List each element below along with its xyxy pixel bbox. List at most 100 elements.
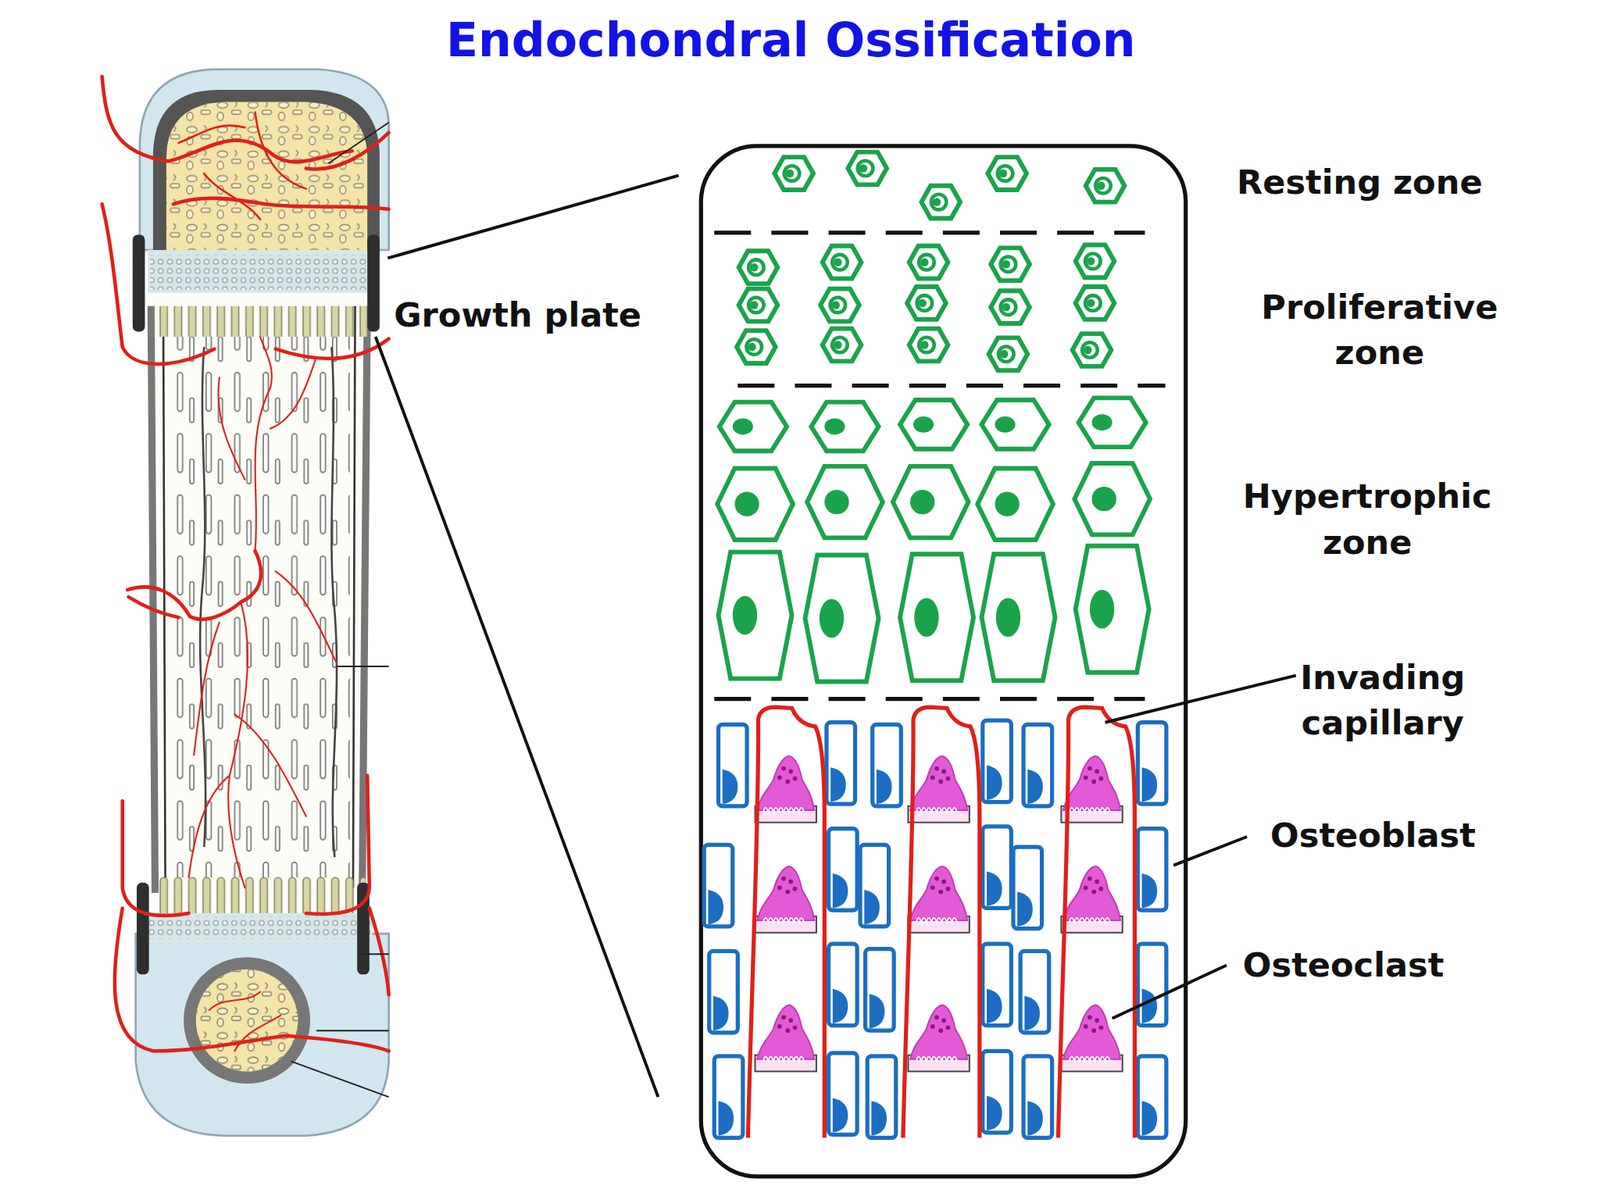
leader-lines	[290, 122, 389, 1097]
leader-line	[316, 1029, 390, 1032]
chondrocyte	[989, 337, 1029, 371]
osteoblast-cell	[1137, 943, 1167, 1025]
osteoblast-cell	[828, 828, 858, 911]
osteoclast-cell	[1060, 756, 1122, 823]
resting-chondrocytes	[774, 152, 1125, 219]
osteoblast-cell	[828, 943, 858, 1025]
chondrocyte	[1072, 333, 1112, 367]
callout-label: Invading capillary	[1244, 653, 1521, 747]
osteoblast-cell	[709, 950, 739, 1033]
periosteum	[150, 306, 155, 893]
chondrocyte	[736, 330, 776, 364]
secondary-ossification-center	[196, 969, 299, 1072]
chondrocyte	[907, 286, 947, 320]
growth-plate-band	[142, 913, 373, 943]
structure-label: Growth plate	[393, 292, 642, 339]
leader-line	[336, 665, 390, 668]
zone-label: Hypertrophic zone	[1229, 473, 1506, 566]
vessel	[114, 907, 390, 1051]
chondrocyte	[810, 402, 879, 452]
calcified-cartilage	[153, 289, 370, 337]
zone-divider	[737, 383, 1165, 388]
osteoclast-cell	[755, 756, 817, 823]
osteoclast-cell	[907, 756, 969, 823]
chondrocyte	[909, 246, 949, 279]
osteoclast-cell	[907, 1005, 969, 1072]
vessel	[306, 775, 370, 915]
distal-epiphysis	[135, 933, 390, 1136]
chondrocyte	[1078, 397, 1147, 447]
capillary-loop	[747, 707, 825, 1138]
chondrocyte-columns	[150, 255, 375, 290]
chondrocyte	[805, 555, 879, 683]
osteoblasts	[703, 720, 1167, 1138]
chondrocyte	[981, 400, 1049, 450]
leader-line	[290, 1060, 389, 1097]
osteoblast-cell	[1137, 828, 1167, 911]
zone-label: Proliferative zone	[1242, 283, 1518, 376]
vessel	[122, 800, 190, 916]
osteoblast-cell	[872, 724, 902, 806]
osteoblast-cell	[867, 1056, 897, 1138]
osteoblast-cell	[1023, 724, 1053, 806]
cortex-line	[353, 306, 356, 888]
osteoclast-cell	[907, 866, 969, 933]
growth-plate-panel	[700, 146, 1186, 1177]
osteoblast-cell	[718, 724, 748, 806]
diaphysis	[144, 296, 372, 899]
chondrocyte	[909, 328, 949, 362]
osteoclast-cell	[755, 866, 817, 933]
osteoblast-cell	[982, 943, 1012, 1025]
osteoblast-cell	[826, 722, 856, 804]
chondrocyte	[990, 247, 1030, 281]
chondrocyte	[719, 402, 787, 452]
leader-line	[1112, 965, 1227, 1019]
osteoblast-cell	[1013, 846, 1043, 929]
bone-collar	[367, 234, 380, 332]
chondrocyte	[717, 468, 793, 540]
zone-divider	[714, 696, 1145, 701]
osteoblast-cell	[865, 949, 895, 1031]
chondrocyte	[718, 552, 793, 679]
chondrocyte-columns	[144, 916, 371, 940]
chondrocyte	[847, 152, 887, 186]
bone-collar	[136, 882, 150, 975]
spongy-texture	[196, 969, 299, 1072]
zone-divider	[714, 230, 1145, 235]
osteoblast-cell	[703, 844, 733, 926]
zoom-line	[375, 336, 659, 1097]
chondrocyte	[900, 553, 974, 681]
diagram-title: Endochondral Ossification	[0, 7, 1582, 72]
vessel	[369, 907, 390, 995]
medullary-border	[200, 346, 206, 847]
vessel	[275, 339, 390, 359]
osteoblast-cell	[982, 720, 1012, 802]
bone-collar	[132, 234, 146, 332]
osteoclast-cell	[1060, 866, 1122, 933]
zone-dividers	[714, 232, 1165, 700]
callout-label: Osteoblast	[1270, 812, 1476, 859]
chondrocyte	[774, 157, 814, 190]
calcified-cartilage	[155, 869, 366, 917]
capillary-loop	[1057, 707, 1135, 1138]
vessel	[209, 992, 281, 1052]
osteoblast-cell	[860, 844, 890, 926]
vessel	[178, 112, 307, 220]
spongy-texture	[166, 102, 368, 250]
capillary-loop	[903, 707, 980, 1138]
chondrocyte	[1075, 286, 1115, 320]
osteoclast-cell	[755, 1005, 817, 1072]
vessel	[102, 203, 215, 365]
chondrocyte	[977, 468, 1054, 540]
vessel	[173, 198, 390, 210]
chondrocyte	[900, 400, 968, 450]
vessel	[189, 336, 337, 888]
zoom-line	[387, 175, 679, 259]
osteoblast-cell	[1020, 950, 1050, 1033]
leader-line	[359, 953, 390, 955]
chondrocyte	[1075, 546, 1150, 673]
proliferative-chondrocytes	[736, 244, 1115, 371]
osteoblast-cell	[714, 1056, 743, 1138]
chondrocyte	[820, 289, 860, 322]
